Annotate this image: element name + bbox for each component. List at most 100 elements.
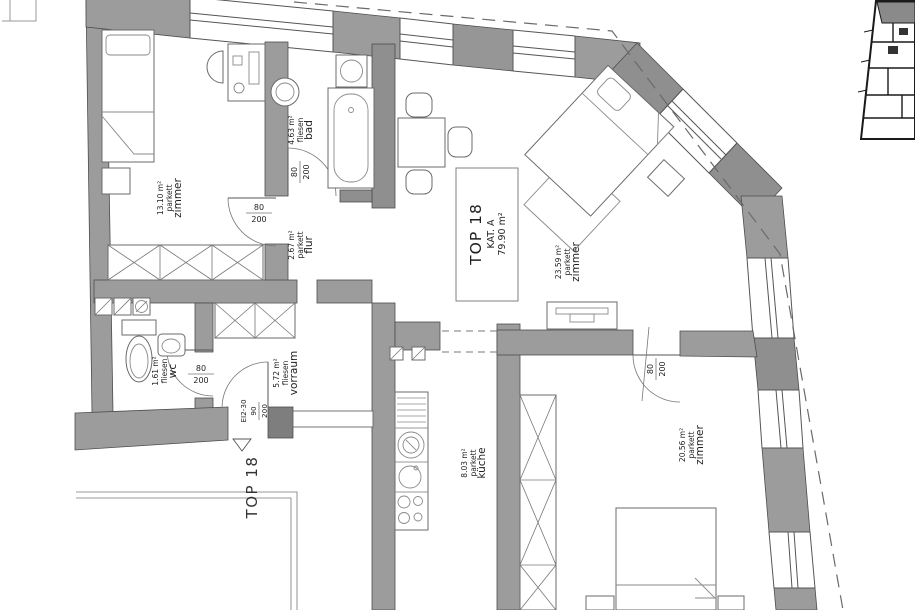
- wall-entrance-pier: [267, 406, 294, 439]
- corridor-boundary: [76, 491, 298, 610]
- kitchen-row: [394, 391, 429, 531]
- room-name: zimmer: [172, 177, 184, 217]
- chair-icon: [405, 169, 433, 195]
- room-area: 1.61 m²: [151, 356, 160, 385]
- room-name: wc: [167, 364, 179, 379]
- room-name: bad: [303, 120, 315, 140]
- washing-machine-icon: [270, 77, 300, 107]
- fixtures-bad: [270, 54, 375, 189]
- room-label-vorraum: vorraum fliesen 5.72 m²: [272, 351, 300, 395]
- door-label-bad: 80 200: [290, 161, 311, 183]
- bed-icon: [101, 29, 155, 163]
- room-name: küche: [476, 447, 488, 478]
- door-height: 200: [260, 404, 269, 418]
- door-label-zimmer-left: 80 200: [246, 203, 272, 224]
- wall-bad-bottom: [339, 189, 373, 203]
- double-bed-icon: [615, 507, 717, 610]
- room-name: vorraum: [288, 351, 300, 395]
- chair-icon: [405, 92, 433, 118]
- unit-label-box: TOP 18 KAT. A 79.90 m²: [455, 167, 519, 302]
- unit-category: KAT. A: [486, 219, 497, 249]
- table-icon: [397, 117, 446, 168]
- room-area: 5.72 m²: [272, 358, 281, 387]
- washer-drum-icon: [397, 431, 425, 459]
- wall-right-2: [752, 337, 800, 391]
- door-height: 200: [193, 376, 208, 385]
- roof-eave-dashed-line: [293, 1, 844, 610]
- open-passage-dashed: [442, 330, 497, 353]
- window-top-3: [512, 29, 576, 78]
- room-name: flur: [303, 236, 315, 254]
- wall-entrance: [74, 406, 229, 451]
- wall-right-1: [740, 195, 789, 259]
- window-top-2: [399, 17, 454, 66]
- room-label-zimmer-main: zimmer parkett 23.59 m²: [554, 241, 582, 281]
- chair-icon: [447, 126, 473, 158]
- room-label-zimmer-left: zimmer parkett 13.10 m²: [156, 177, 184, 217]
- room-floor: fliesen: [160, 358, 169, 383]
- bathtub-icon: [327, 87, 375, 189]
- toilet-tank-icon: [121, 319, 157, 336]
- plan-fragment-top-left: [2, 0, 37, 22]
- shaft-symbols: [94, 297, 151, 316]
- duct-symbols: [389, 346, 426, 361]
- room-label-zimmer-bottom: zimmer parkett 20.56 m²: [678, 424, 706, 464]
- wall-zimmerbottom-top: [679, 330, 758, 358]
- nightstand-icon: [101, 167, 131, 195]
- pillow-icon: [597, 77, 631, 111]
- double-bed-icon: [524, 64, 675, 217]
- door-width: 80: [196, 364, 206, 373]
- entrance-unit-label: TOP 18: [243, 456, 261, 520]
- door-width: 80: [254, 203, 264, 212]
- dishwasher-icon: [397, 397, 426, 423]
- room-name: zimmer: [694, 424, 706, 464]
- wardrobe-icon: [107, 244, 264, 281]
- wardrobe-icon: [519, 394, 557, 610]
- window-right-2: [757, 389, 804, 449]
- door-height: 200: [658, 361, 667, 376]
- wardrobe-vorraum-icon: [214, 302, 296, 339]
- room-area: 13.10 m²: [156, 181, 165, 215]
- nightstand-icon: [717, 595, 745, 610]
- entrance-door-label: EI2-30 90 200: [239, 399, 269, 423]
- wall-bigroom-bottom: [496, 329, 634, 356]
- room-floor: parkett: [296, 231, 305, 258]
- wall-vorraum-bottom-light: [292, 410, 374, 428]
- door-height: 200: [302, 164, 311, 179]
- window-right-3: [768, 531, 816, 589]
- door-label-wc: 80 200: [188, 364, 214, 385]
- toilet-icon: [125, 335, 153, 383]
- room-label-flur: flur parkett 2.67 m²: [287, 230, 315, 259]
- wall-zimmerleft-stub: [264, 243, 289, 283]
- room-label-bad: bad fliesen 4.63 m²: [287, 115, 315, 144]
- room-label-wc: wc fliesen 1.61 m²: [151, 356, 179, 385]
- wall-zimmerleft-bad: [264, 41, 289, 197]
- nightstand-icon: [646, 158, 686, 198]
- nightstand-icon: [585, 595, 615, 610]
- room-area: 4.63 m²: [287, 115, 296, 144]
- key-plan: [857, 0, 915, 140]
- wall-wc-right-upper: [194, 302, 214, 353]
- kitchen-counter: [394, 391, 429, 531]
- unit-name: TOP 18: [467, 203, 485, 266]
- wall-kueche-zimmer-divider: [496, 323, 521, 610]
- door-height: 200: [251, 215, 266, 224]
- stove-icon: [397, 495, 423, 524]
- room-floor: parkett: [469, 449, 478, 476]
- room-area: 2.67 m²: [287, 230, 296, 259]
- window-right-1: [746, 257, 795, 339]
- room-label-kueche: küche parkett 8.03 m²: [460, 447, 488, 478]
- room-floor: parkett: [165, 184, 174, 211]
- desk-icon: [227, 43, 266, 102]
- wall-top-3: [452, 23, 514, 72]
- furniture-zimmer-main: [397, 64, 686, 330]
- room-floor: parkett: [687, 431, 696, 458]
- door-fire-rating: EI2-30: [239, 399, 248, 423]
- furniture-zimmer-bottom: [519, 394, 745, 610]
- sideboard-icon: [546, 301, 618, 330]
- furniture-zimmer-left: [101, 29, 266, 281]
- room-floor: fliesen: [281, 360, 290, 385]
- room-floor: parkett: [563, 248, 572, 275]
